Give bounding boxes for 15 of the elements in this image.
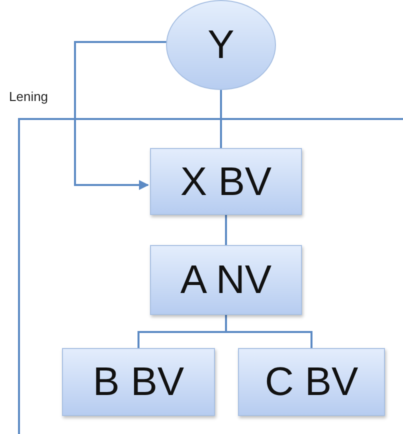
entity-label: A NV — [180, 260, 272, 300]
entity-label: X BV — [180, 162, 272, 202]
entity-box — [150, 245, 302, 315]
connector — [225, 315, 312, 348]
entity-label: B BV — [92, 362, 184, 402]
entity-box — [62, 348, 215, 416]
entity-label: C BV — [264, 362, 358, 402]
group-frame — [18, 118, 403, 434]
connector — [220, 90, 222, 148]
connector — [74, 41, 167, 190]
connector — [225, 215, 227, 245]
entity-box — [150, 148, 302, 215]
entity-box — [238, 348, 385, 416]
edge-label: Lening — [8, 89, 50, 104]
entity-label: Y — [208, 25, 234, 65]
